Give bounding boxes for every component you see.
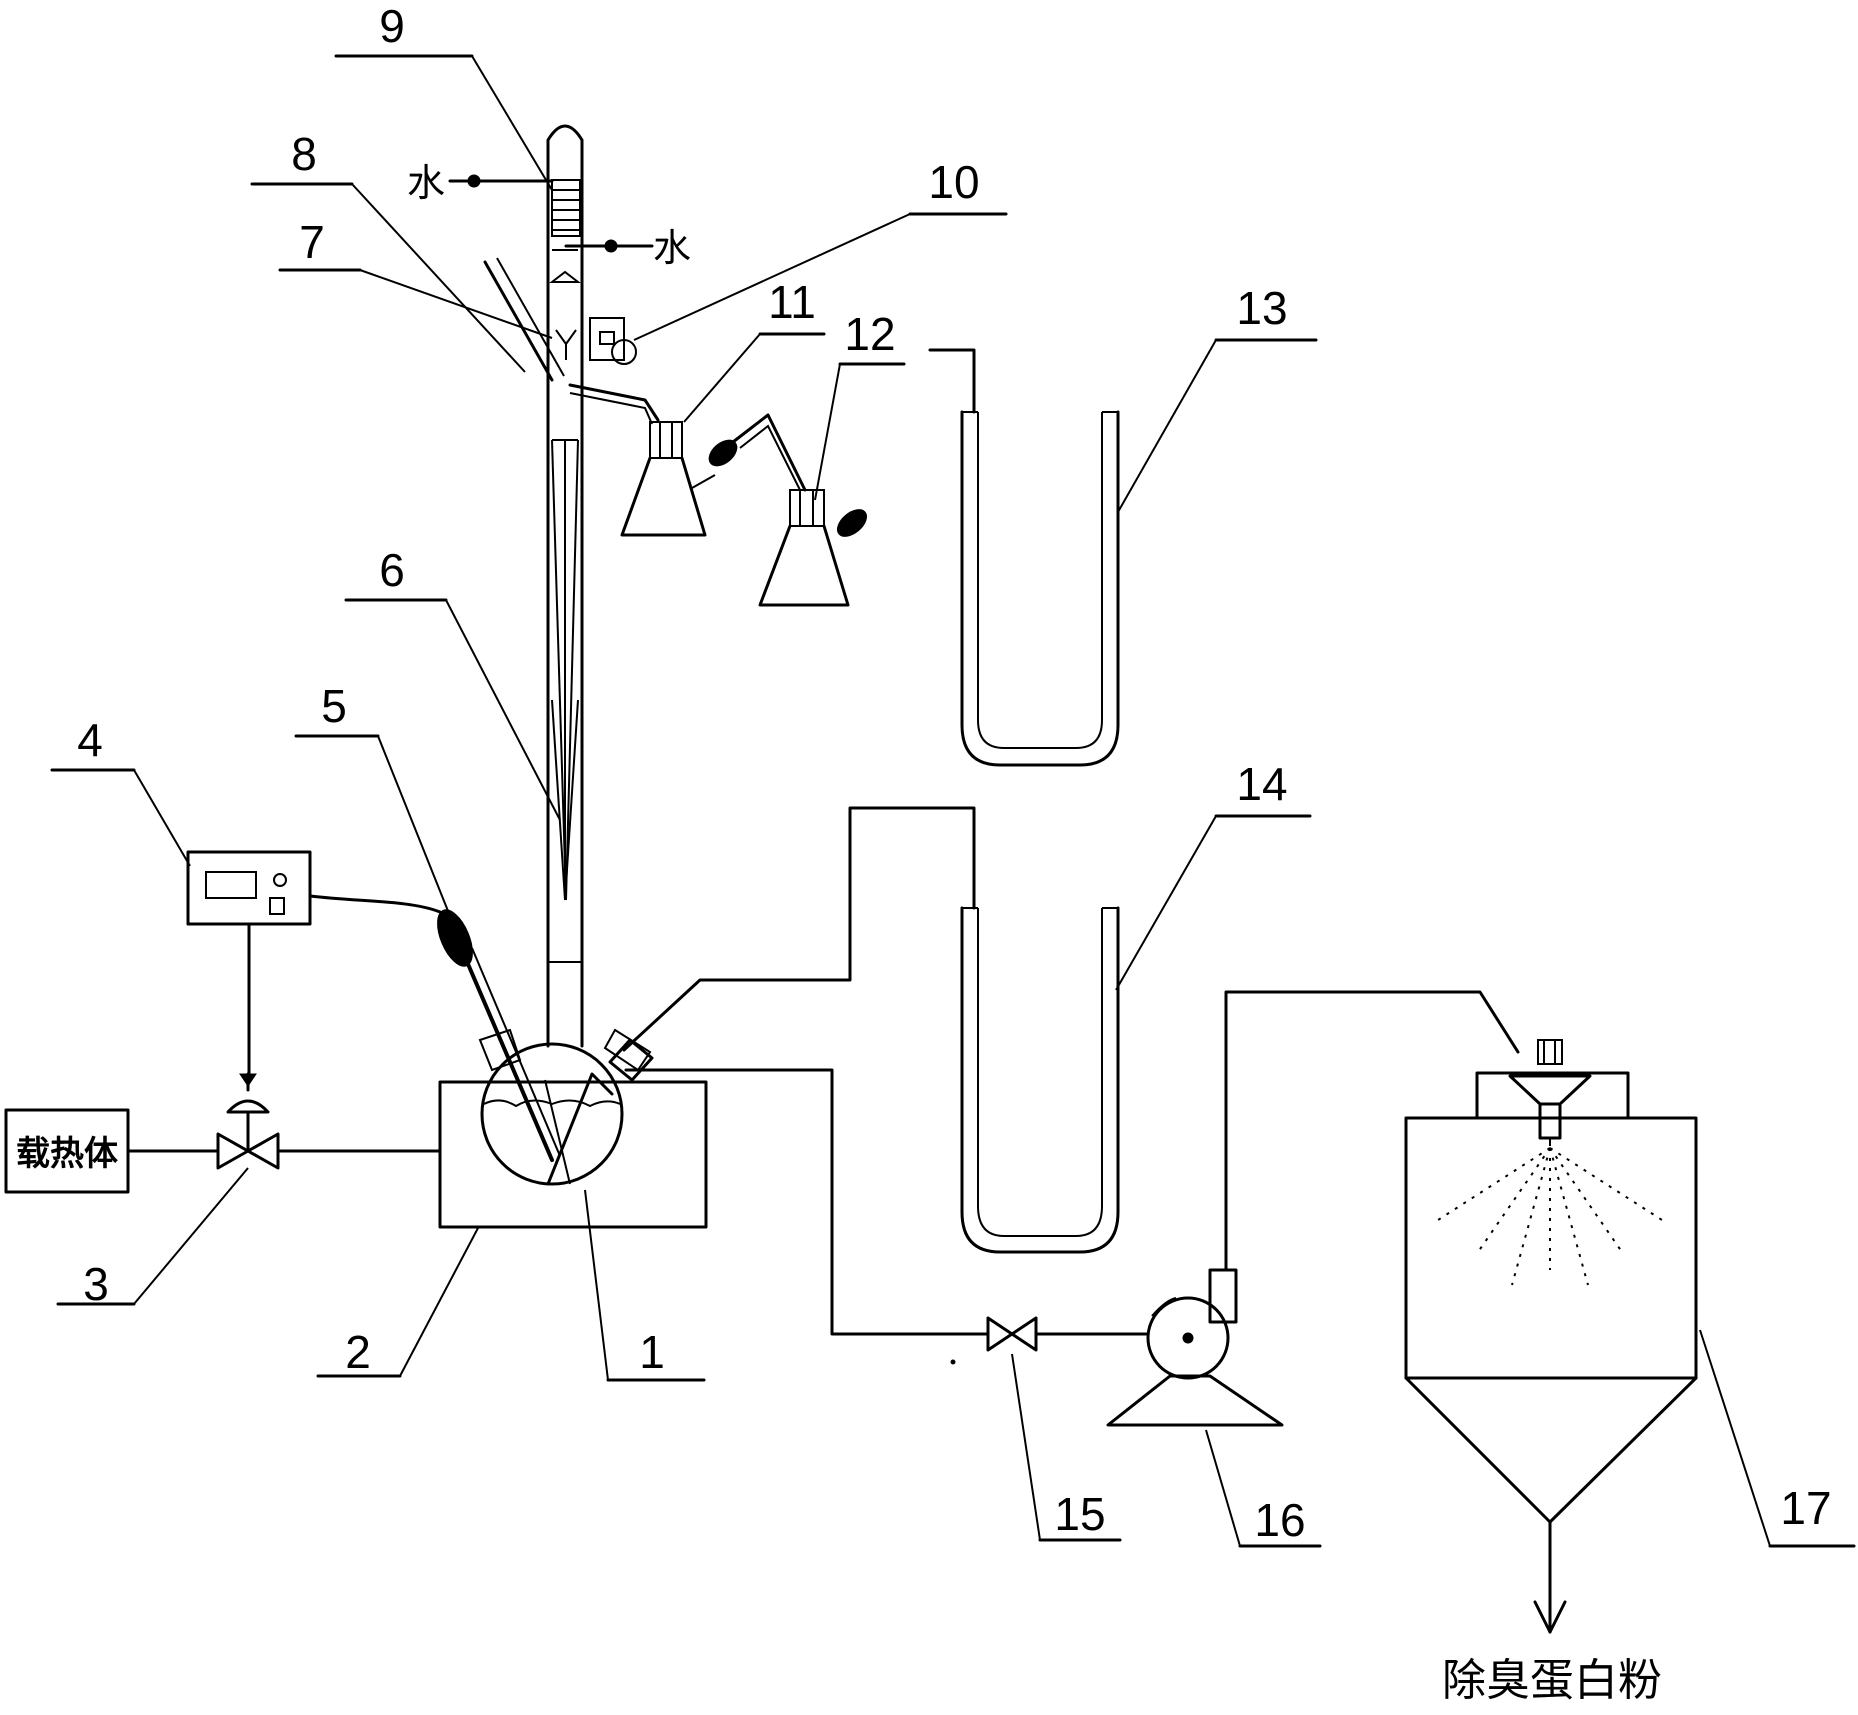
product-label: 除臭蛋白粉 xyxy=(1442,1655,1662,1706)
water-inlet-label: 水 xyxy=(407,161,445,205)
connector-12-13 xyxy=(836,509,868,537)
label-10: 10 xyxy=(928,156,979,208)
pump-to-dryer-line xyxy=(1224,990,1520,1272)
water-outlet-label: 水 xyxy=(653,226,691,270)
label-14: 14 xyxy=(1236,758,1287,810)
line-to-u-tube-13 xyxy=(928,348,976,414)
label-17: 17 xyxy=(1780,1482,1831,1534)
label-16: 16 xyxy=(1254,1494,1305,1546)
label-15: 15 xyxy=(1054,1488,1105,1540)
leader-lines xyxy=(50,54,1856,1548)
label-5: 5 xyxy=(321,680,347,732)
water-inlet-valve xyxy=(467,174,481,188)
spray-dryer-17 xyxy=(1404,1039,1698,1634)
label-9: 9 xyxy=(379,0,405,52)
heat-carrier-source: 载热体 xyxy=(4,1108,130,1194)
thermometer-5 xyxy=(437,909,561,1162)
heating-bath-2 xyxy=(438,1080,708,1229)
transfer-tube-11-12 xyxy=(731,413,807,492)
reaction-flask-1 xyxy=(480,1038,654,1186)
label-7: 7 xyxy=(299,216,325,268)
side-tube-8 xyxy=(483,257,565,382)
absorption-flask-11 xyxy=(620,421,716,537)
label-11: 11 xyxy=(768,276,816,328)
label-6: 6 xyxy=(379,544,405,596)
temperature-controller-4 xyxy=(186,850,312,926)
vapor-line xyxy=(568,383,660,422)
label-13: 13 xyxy=(1236,282,1287,334)
u-tube-manometer-14 xyxy=(960,906,1120,1254)
connector-11-12 xyxy=(708,439,738,467)
label-1: 1 xyxy=(639,1326,665,1378)
separator-7 xyxy=(555,329,577,360)
line-to-u-tube-14 xyxy=(622,806,976,1052)
condenser-9 xyxy=(551,179,581,237)
label-4: 4 xyxy=(77,714,103,766)
water-outlet-valve xyxy=(604,239,618,253)
spray-pattern xyxy=(1437,1147,1663,1286)
pump-16 xyxy=(1106,1268,1284,1427)
heat-carrier-label: 载热体 xyxy=(16,1134,118,1174)
label-3: 3 xyxy=(83,1258,109,1310)
control-valve-3 xyxy=(216,1072,280,1170)
fitting-10 xyxy=(589,317,637,365)
label-8: 8 xyxy=(291,128,317,180)
label-2: 2 xyxy=(345,1326,371,1378)
absorption-flask-12 xyxy=(758,489,850,607)
u-tube-manometer-13 xyxy=(960,410,1120,767)
flask-outlet-line xyxy=(624,1068,990,1336)
stray-dot xyxy=(950,1359,956,1365)
label-12: 12 xyxy=(844,308,895,360)
thermometer-cable xyxy=(308,894,442,914)
reflux-column-6 xyxy=(546,124,584,1048)
valve-15 xyxy=(986,1316,1038,1352)
